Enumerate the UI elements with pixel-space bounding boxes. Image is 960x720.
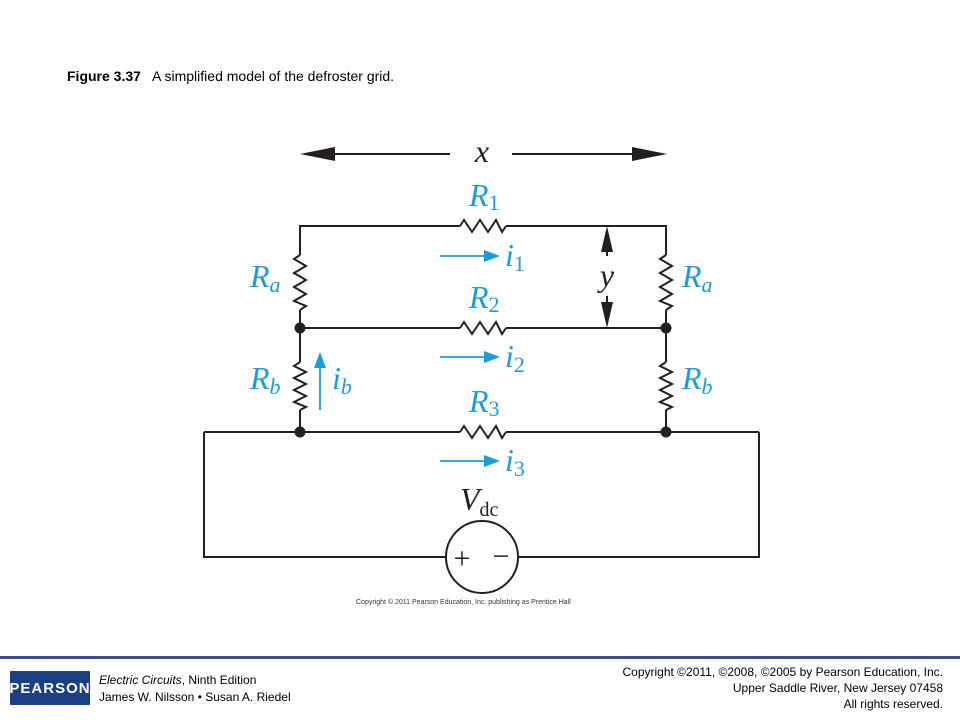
footer-book-info: Electric Circuits, Ninth Edition James W… xyxy=(99,672,291,706)
label-ra-right: Ra xyxy=(681,258,713,297)
voltage-source-minus: − xyxy=(493,540,510,573)
label-ra-left: Ra xyxy=(249,258,281,297)
label-vdc: Vdc xyxy=(460,481,499,521)
resistor-r1 xyxy=(459,218,507,234)
footer-authors: James W. Nilsson • Susan A. Riedel xyxy=(99,690,291,704)
diagram-copyright: Copyright © 2011 Pearson Education, Inc.… xyxy=(356,599,571,606)
dimension-y-up-arrowhead xyxy=(601,226,613,252)
voltage-source-plus: + xyxy=(454,542,471,575)
node-right-mid xyxy=(660,322,672,334)
label-r2: R2 xyxy=(468,279,500,317)
wire-top-left xyxy=(299,225,460,255)
label-ib: ib xyxy=(332,360,352,399)
current-arrow-ib-head xyxy=(314,352,326,368)
dimension-x-left-arrowhead xyxy=(300,147,335,161)
voltage-source: + − Vdc xyxy=(445,481,519,594)
wires xyxy=(203,225,760,558)
resistor-rb-left xyxy=(291,361,309,411)
node-right-bottom xyxy=(660,426,672,438)
footer-copyright-line2: Upper Saddle River, New Jersey 07458 xyxy=(732,681,943,695)
footer-copyright-line3: All rights reserved. xyxy=(843,697,943,711)
resistor-ra-right xyxy=(657,254,675,311)
resistor-rb-right xyxy=(657,361,675,411)
label-rb-left: Rb xyxy=(249,360,281,399)
label-i1: i1 xyxy=(505,237,525,276)
dimension-x-right-arrowhead xyxy=(632,147,667,161)
figure-number: Figure 3.37 xyxy=(67,68,141,84)
wire-top-right xyxy=(506,225,667,255)
dimension-x: x xyxy=(300,133,667,169)
footer-copyright: Copyright ©2011, ©2008, ©2005 by Pearson… xyxy=(622,664,943,712)
resistor-r3 xyxy=(459,424,507,440)
dimension-x-label: x xyxy=(474,133,489,169)
current-arrow-i2-head xyxy=(484,351,500,363)
label-r3: R3 xyxy=(468,383,500,421)
label-i3: i3 xyxy=(505,442,525,481)
footer-edition: , Ninth Edition xyxy=(181,673,257,687)
footer-copyright-line1: Copyright ©2011, ©2008, ©2005 by Pearson… xyxy=(622,665,943,679)
node-left-mid xyxy=(294,322,306,334)
resistor-ra-left xyxy=(291,254,309,311)
figure-caption-text: A simplified model of the defroster grid… xyxy=(152,68,395,84)
current-arrow-i3-head xyxy=(484,455,500,467)
label-rb-right: Rb xyxy=(681,360,713,399)
voltage-source-circle xyxy=(445,520,519,594)
dimension-y-label: y xyxy=(597,257,615,293)
resistor-r2 xyxy=(459,320,507,336)
footer-divider xyxy=(0,656,960,659)
circuit-diagram: x y xyxy=(203,133,760,594)
pearson-logo: PEARSON xyxy=(9,671,90,705)
current-arrow-i1-head xyxy=(484,250,500,262)
label-i2: i2 xyxy=(505,338,525,377)
node-left-bottom xyxy=(294,426,306,438)
current-arrows xyxy=(314,250,500,467)
wire-outer-right xyxy=(518,432,760,558)
wire-outer-left xyxy=(203,432,446,558)
dimension-y-down-arrowhead xyxy=(601,302,613,328)
dimension-y: y xyxy=(597,226,615,328)
label-r1: R1 xyxy=(468,177,500,215)
figure-caption: Figure 3.37 A simplified model of the de… xyxy=(67,68,394,84)
footer-book-title-line: Electric Circuits, Ninth Edition xyxy=(99,672,291,689)
footer-book-title: Electric Circuits xyxy=(99,673,182,687)
